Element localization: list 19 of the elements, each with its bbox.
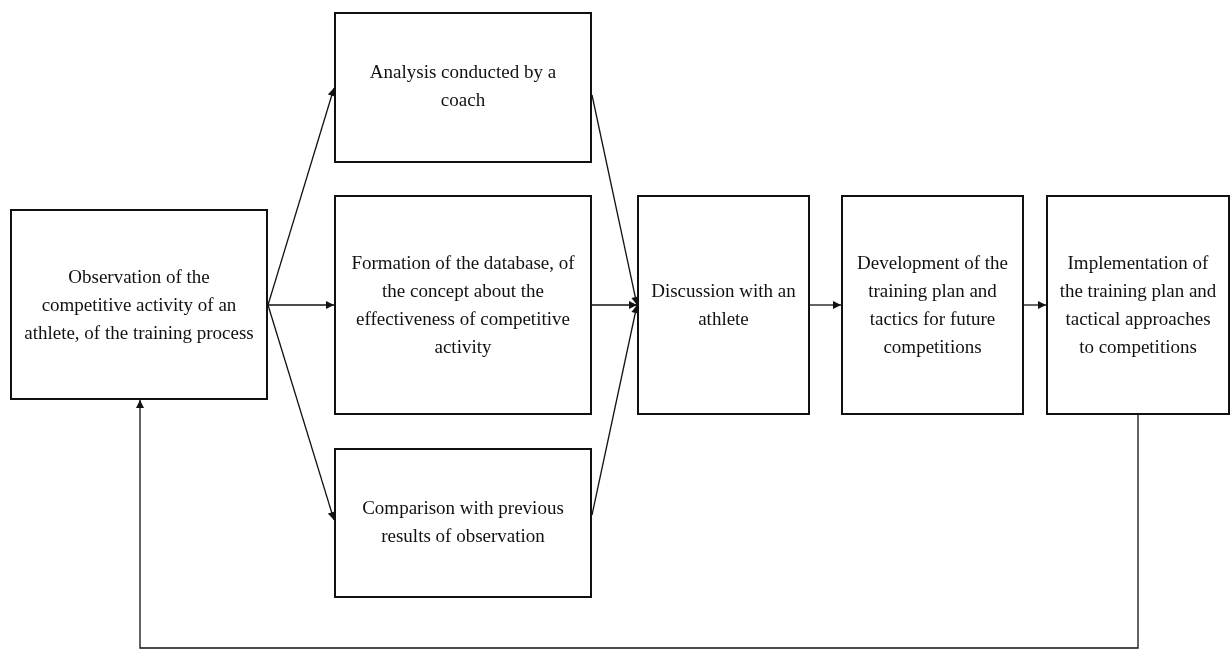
box-text: Implementation of the training plan and tactical approaches to competitions bbox=[1058, 251, 1218, 359]
box-text: Analysis conducted by a coach bbox=[368, 60, 558, 112]
process-box bbox=[10, 209, 268, 400]
arrow bbox=[809, 301, 842, 309]
arrow bbox=[267, 301, 335, 309]
box-text: Development of the training plan and tactics for future competitions bbox=[856, 251, 1009, 359]
process-box bbox=[841, 195, 1024, 415]
arrow bbox=[1023, 301, 1047, 309]
process-box bbox=[334, 448, 592, 598]
box-text: Observation of the competitive activity of an athlete, of the training process bbox=[23, 264, 255, 345]
arrow bbox=[591, 301, 638, 309]
process-box bbox=[334, 12, 592, 163]
box-text: Comparison with previous results of observation bbox=[361, 496, 565, 548]
arrow bbox=[136, 399, 1139, 649]
box-text: Formation of the database, of the concept about the effectiveness of competitive activity bbox=[350, 251, 576, 359]
process-box bbox=[1046, 195, 1230, 415]
process-box bbox=[334, 195, 592, 415]
box-text: Discussion with an athlete bbox=[650, 279, 797, 331]
process-box bbox=[637, 195, 810, 415]
